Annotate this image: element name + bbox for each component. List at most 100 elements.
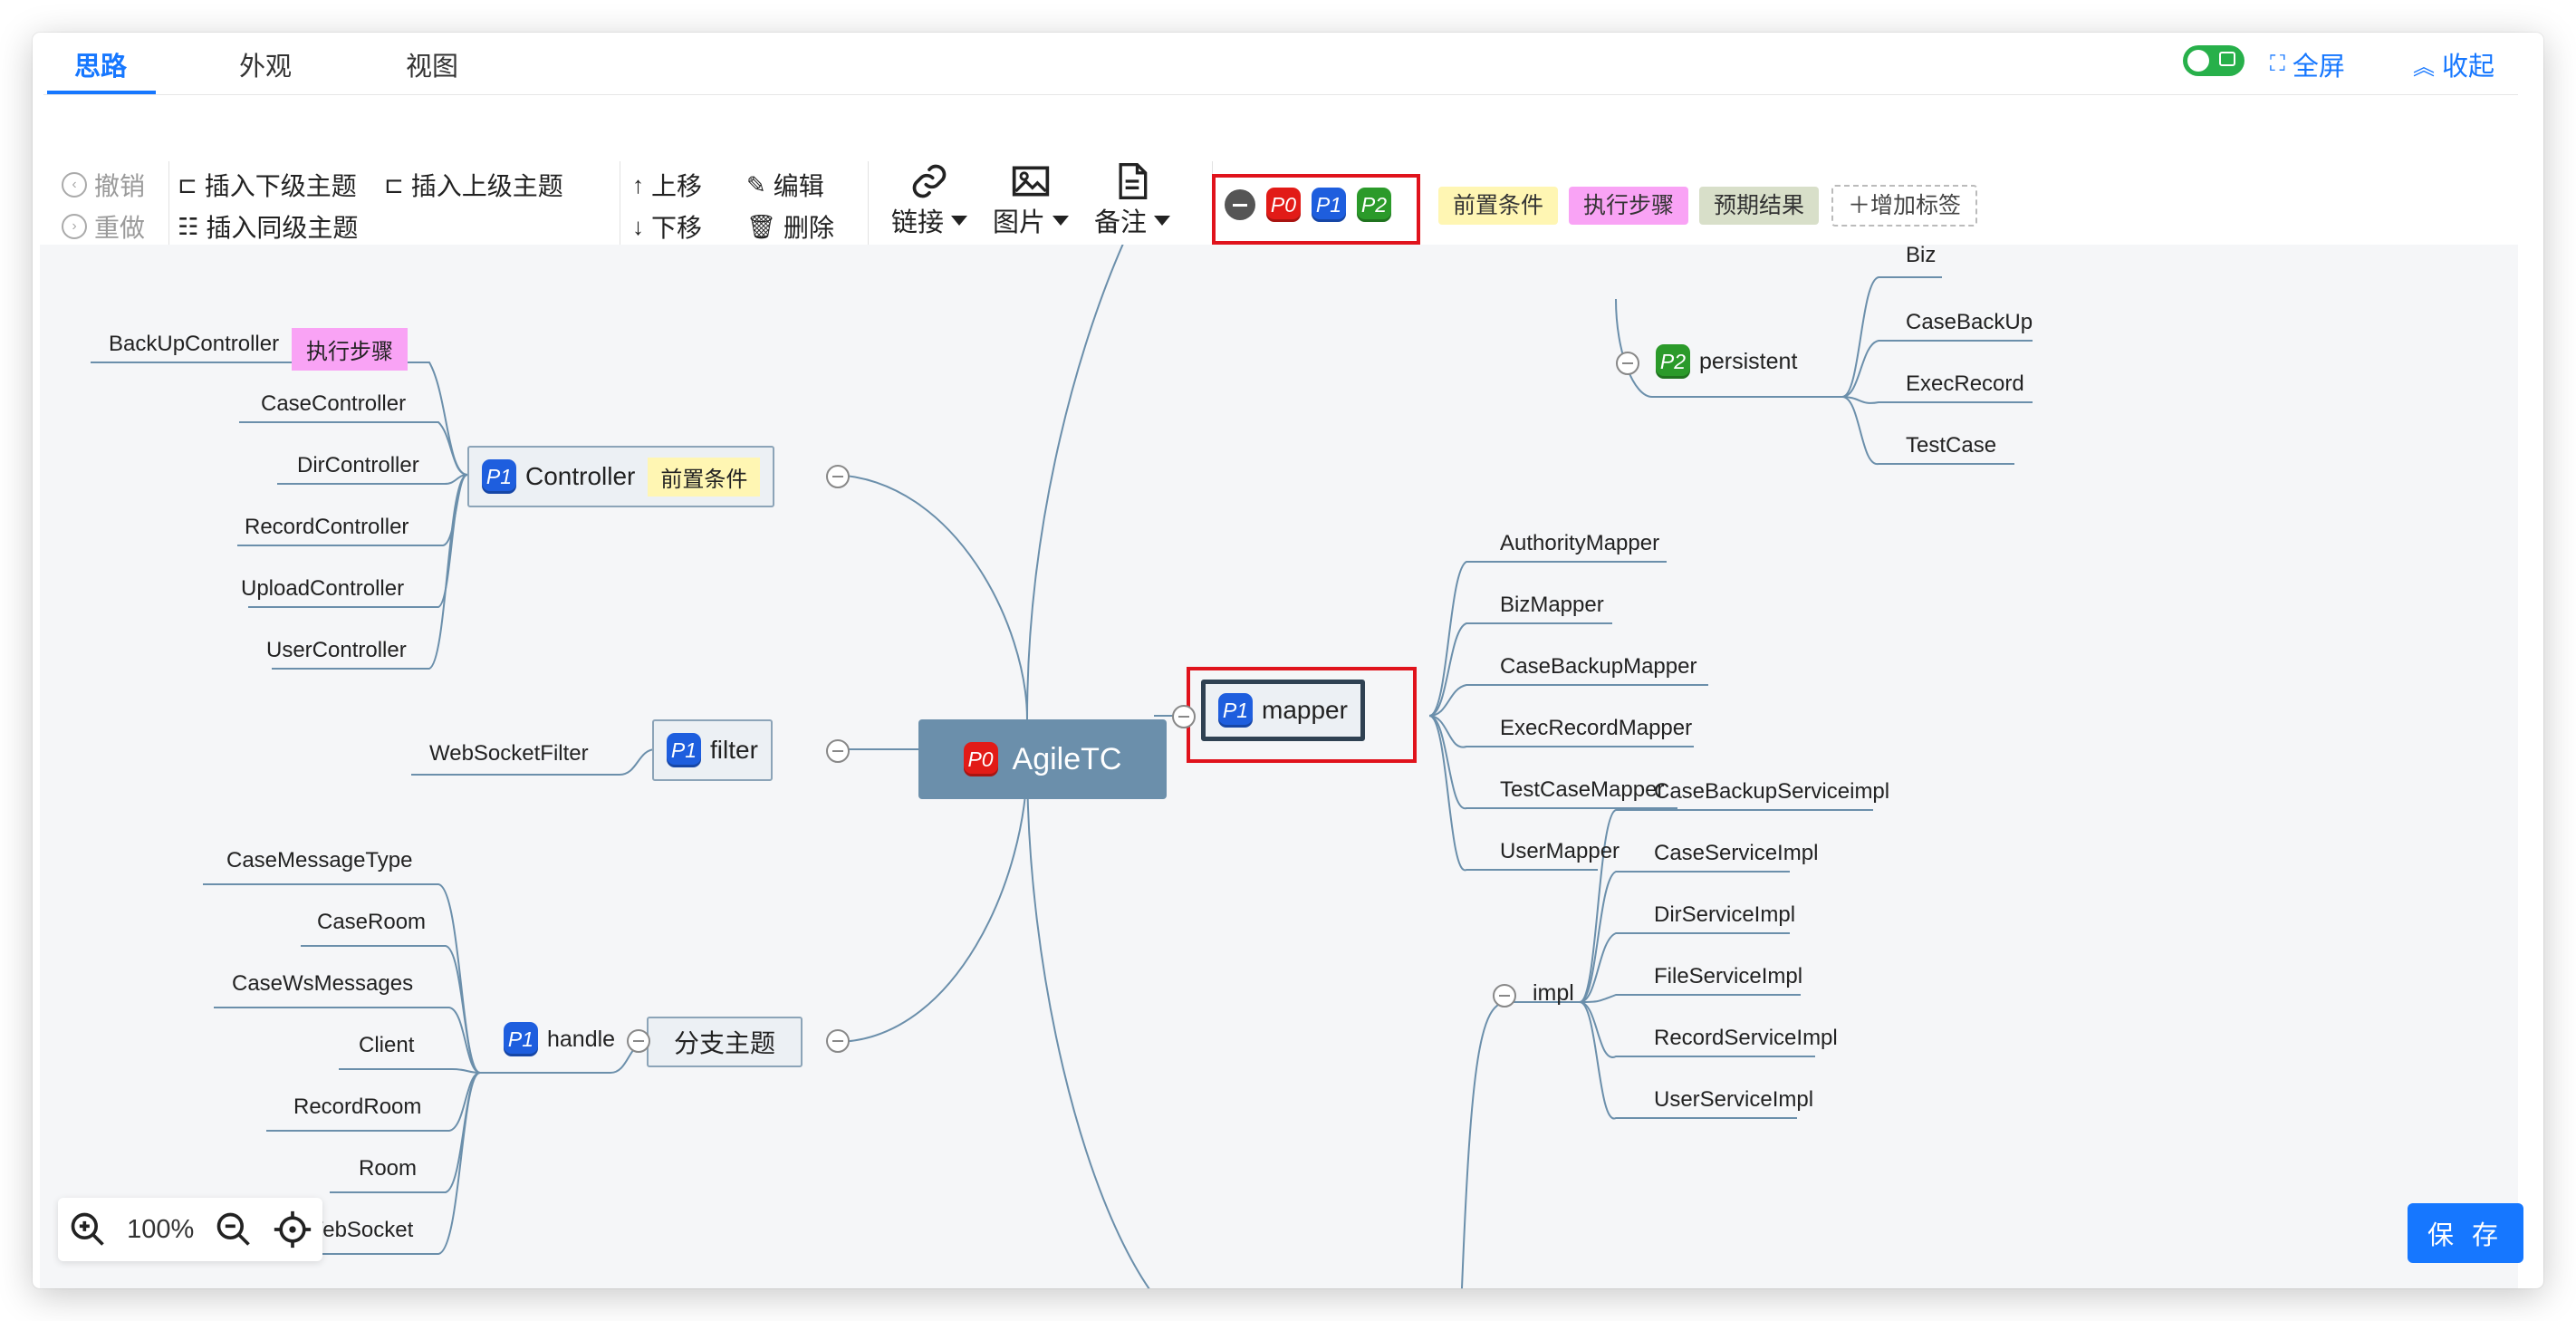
leaf-node[interactable]: CaseBackupServiceimpl [1654,779,1890,804]
edit-button[interactable]: ✎ 编辑 [746,167,824,203]
note-button[interactable]: 备注 [1094,161,1171,239]
leaf-node[interactable]: CaseBackupMapper [1500,654,1697,679]
root-node[interactable]: P0 AgileTC [918,719,1167,799]
mindmap-canvas[interactable]: P0 AgileTC P1 Controller 前置条件 BackUpCont… [40,245,2518,1288]
leaf-node[interactable]: CaseBackUp [1906,310,2033,334]
leaf-node[interactable]: TestCase [1906,433,1997,458]
zoom-in-icon[interactable] [68,1210,108,1249]
leaf-node[interactable]: AuthorityMapper [1500,531,1660,555]
priority-badge: P1 [504,1022,538,1056]
leaf-node[interactable]: UserMapper [1500,839,1620,863]
leaf-node[interactable]: CaseServiceImpl [1654,841,1819,865]
root-label: AgileTC [1012,741,1122,776]
collapse-toggle-icon[interactable] [826,739,850,763]
node-label: handle [547,1026,616,1052]
priority-badge: P1 [482,459,516,494]
caret-down-icon [951,215,968,226]
priority-selector-highlight [1212,174,1420,245]
collapse-toggle-icon[interactable] [1616,352,1639,375]
link-button[interactable]: 链接 [891,161,968,239]
lock-toggle[interactable] [2183,45,2244,76]
toggle-knob [2187,50,2209,72]
node-filter[interactable]: P1 filter [652,719,773,781]
insert-sibling-label: 插入同级主题 [206,214,359,242]
zoom-out-icon[interactable] [214,1210,254,1249]
leaf-node[interactable]: ExecRecord [1906,371,2024,396]
leaf-node[interactable]: RecordController [245,515,409,539]
node-branch[interactable]: 分支主题 [647,1017,803,1067]
collapse-button[interactable]: ︽ 收起 [2413,45,2494,83]
toolbar-divider [168,161,169,252]
leaf-node[interactable]: BizMapper [1500,593,1604,617]
collapse-toggle-icon[interactable] [826,1029,850,1053]
leaf-node[interactable]: ExecRecordMapper [1500,716,1693,740]
delete-label: 删除 [783,214,835,242]
save-button[interactable]: 保 存 [2408,1203,2523,1263]
add-tag-label: 增加标签 [1870,193,1962,218]
tab-appearance[interactable]: 外观 [239,53,293,82]
insert-child-button[interactable]: ⊏ 插入下级主题 [178,167,357,203]
leaf-node[interactable]: UploadController [241,576,405,601]
move-up-button[interactable]: ↑ 上移 [632,167,702,203]
leaf-node[interactable]: CaseWsMessages [232,971,414,996]
insert-sibling-icon: ☷ [178,213,199,240]
priority-badge: P1 [1218,693,1253,728]
fullscreen-button[interactable]: ⛶ 全屏 [2270,45,2345,83]
redo-button[interactable]: › 重做 [62,208,145,245]
leaf-node[interactable]: CaseController [261,391,407,416]
priority-selector: P0 P1 P2 [1225,188,1391,222]
move-down-button[interactable]: ↓ 下移 [632,208,702,245]
leaf-node[interactable]: BackUpController [109,332,280,356]
fullscreen-icon: ⛶ [2270,52,2285,76]
leaf-node[interactable]: UserServiceImpl [1654,1087,1814,1112]
node-label: mapper [1262,696,1348,724]
remove-priority-icon[interactable] [1225,189,1255,220]
leaf-node[interactable]: DirController [297,453,419,477]
leaf-node[interactable]: CaseRoom [317,910,427,934]
tag-expected-result[interactable]: 预期结果 [1699,187,1820,225]
leaf-node[interactable]: TestCaseMapper [1500,777,1665,802]
undo-icon: ‹ [62,172,87,198]
redo-icon: › [62,214,87,239]
image-icon [1012,166,1050,197]
priority-p1-button[interactable]: P1 [1312,188,1346,222]
node-mapper[interactable]: P1 mapper [1201,680,1365,741]
add-tag-button[interactable]: ＋增加标签 [1831,185,1978,227]
leaf-node[interactable]: UserController [266,638,407,662]
insert-parent-button[interactable]: ⊏ 插入上级主题 [384,167,563,203]
insert-sibling-button[interactable]: ☷ 插入同级主题 [178,208,358,245]
note-label: 备注 [1094,208,1148,237]
leaf-node[interactable]: FileServiceImpl [1654,964,1803,988]
node-persistent[interactable]: P2 persistent [1656,344,1797,379]
collapse-toggle-icon[interactable] [826,465,850,488]
priority-p2-button[interactable]: P2 [1357,188,1391,222]
tag-precondition[interactable]: 前置条件 [1438,187,1559,225]
tag-execution-steps[interactable]: 执行步骤 [1569,187,1689,225]
leaf-node[interactable]: Room [359,1156,418,1181]
locate-center-icon[interactable] [273,1210,312,1249]
pencil-icon: ✎ [746,171,766,198]
collapse-toggle-icon[interactable] [1493,984,1516,1008]
node-controller[interactable]: P1 Controller 前置条件 [467,446,775,507]
priority-p0-button[interactable]: P0 [1266,188,1301,222]
node-impl[interactable]: impl [1533,980,1574,1006]
leaf-node[interactable]: DirServiceImpl [1654,902,1796,927]
image-button[interactable]: 图片 [993,161,1070,239]
collapse-toggle-icon[interactable] [1172,705,1196,728]
node-handle[interactable]: P1 handle [504,1022,615,1056]
leaf-node[interactable]: CaseMessageType [226,848,413,873]
root-priority-badge: P0 [963,742,998,776]
arrow-up-icon: ↑ [632,171,644,198]
undo-button[interactable]: ‹ 撤销 [62,167,145,203]
leaf-node[interactable]: WebSocketFilter [429,741,589,766]
leaf-node[interactable]: RecordRoom [293,1094,422,1119]
tab-view[interactable]: 视图 [406,53,459,82]
link-label: 链接 [891,208,945,237]
leaf-node[interactable]: RecordServiceImpl [1654,1026,1838,1050]
leaf-node[interactable]: Biz [1906,245,1937,267]
delete-button[interactable]: 🗑 删除 [746,208,834,245]
insert-child-icon: ⊏ [178,171,197,198]
leaf-node[interactable]: Client [359,1033,415,1057]
collapse-toggle-icon[interactable] [627,1029,650,1053]
tab-thinking[interactable]: 思路 [74,53,128,82]
